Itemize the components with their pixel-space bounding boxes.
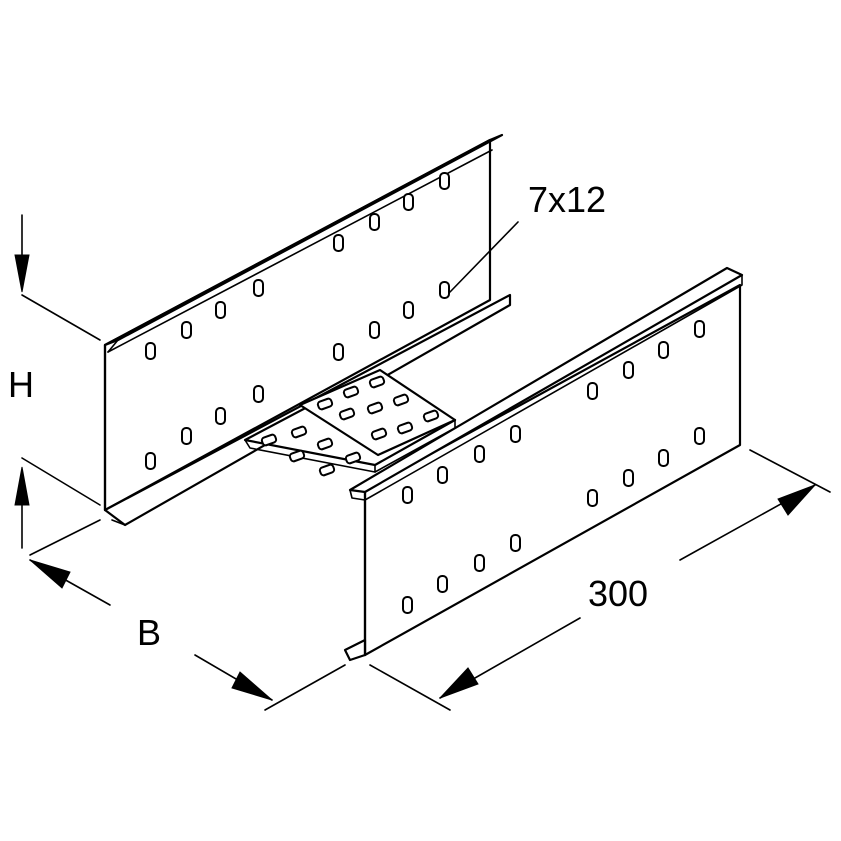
left-wall-slots	[145, 172, 450, 470]
height-label: H	[8, 364, 34, 405]
hole-size-callout: 7x12	[449, 179, 606, 293]
hole-size-label: 7x12	[528, 179, 606, 220]
right-side-wall	[343, 266, 744, 662]
base-connector-plates	[243, 368, 457, 477]
right-wall-slots	[402, 320, 705, 614]
height-dimension: H	[8, 214, 101, 549]
base-plate-slots	[260, 375, 440, 477]
length-label: 300	[588, 573, 648, 614]
length-dimension: 300	[369, 449, 831, 711]
width-dimension: B	[29, 519, 346, 711]
width-label: B	[137, 612, 161, 653]
